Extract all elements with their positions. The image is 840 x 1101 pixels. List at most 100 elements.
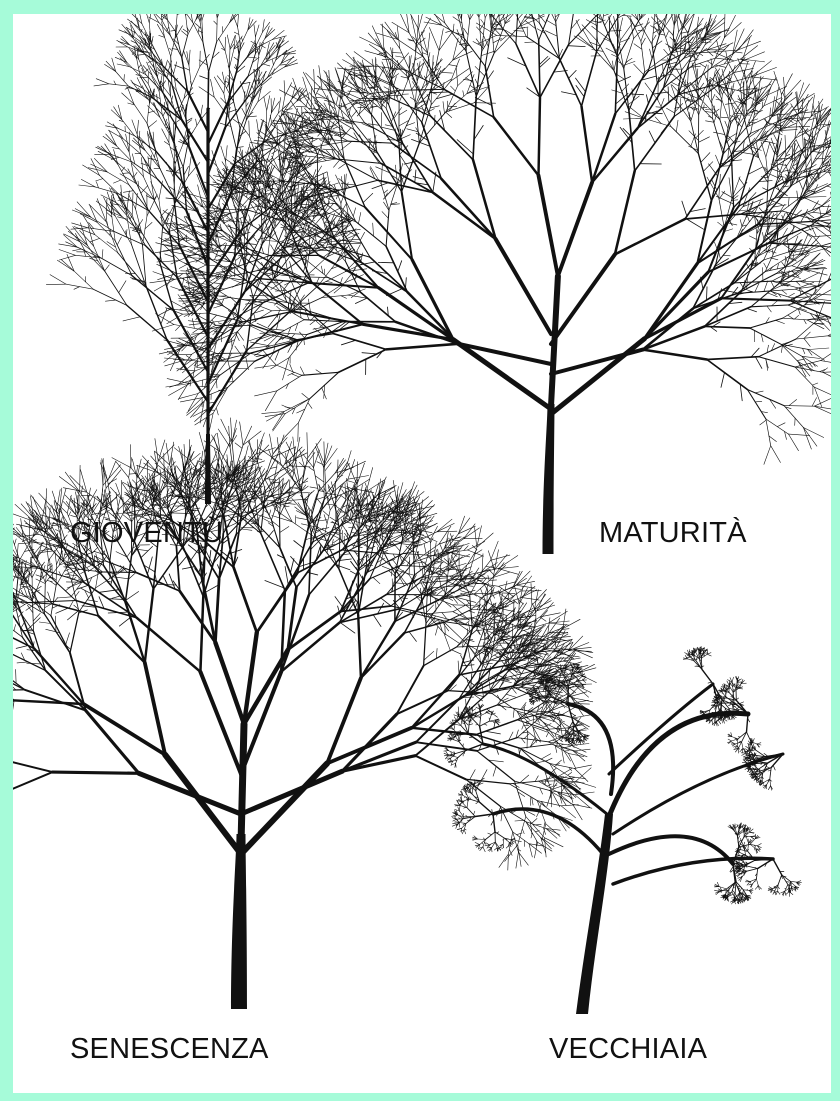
twig <box>626 15 636 27</box>
twig <box>299 308 302 319</box>
twig <box>813 398 831 407</box>
twig <box>235 245 244 255</box>
twig <box>802 190 814 197</box>
twig <box>314 108 318 119</box>
twig <box>699 48 708 53</box>
twig <box>766 344 769 354</box>
branch <box>297 218 308 247</box>
twig <box>728 63 741 87</box>
twig <box>395 569 409 587</box>
branch <box>820 147 829 172</box>
branch <box>280 319 305 333</box>
twig <box>806 316 825 321</box>
twig <box>136 135 146 151</box>
twig <box>686 28 703 37</box>
branch <box>287 274 302 306</box>
twig <box>252 178 256 186</box>
twig <box>209 375 220 377</box>
twig <box>281 292 288 304</box>
branch <box>270 140 278 163</box>
branch <box>108 83 129 87</box>
twig <box>763 97 783 107</box>
twig <box>190 247 210 251</box>
branch <box>252 264 268 299</box>
twig <box>803 263 824 269</box>
twig <box>368 100 373 108</box>
twig <box>226 225 240 231</box>
twig <box>410 14 418 43</box>
twig <box>331 149 336 159</box>
branch <box>614 56 619 115</box>
branch <box>304 224 333 238</box>
twig <box>816 318 831 321</box>
twig <box>348 599 357 612</box>
twig <box>194 336 197 343</box>
twig <box>341 67 354 89</box>
twig <box>687 41 691 47</box>
twig <box>756 214 763 235</box>
twig <box>371 25 383 49</box>
branch <box>710 160 733 202</box>
twig <box>718 78 725 83</box>
twig <box>218 389 226 392</box>
branch <box>754 218 791 250</box>
branch <box>261 207 279 245</box>
branch <box>736 217 747 239</box>
twig <box>199 14 203 23</box>
branch <box>642 296 723 341</box>
twig <box>295 154 299 173</box>
branch <box>250 83 256 104</box>
twig <box>234 31 240 35</box>
twig <box>332 131 342 136</box>
twig <box>95 178 104 182</box>
branch <box>737 105 752 127</box>
twig <box>416 14 420 43</box>
twig <box>732 28 745 55</box>
twig <box>443 632 451 652</box>
twig <box>706 43 727 51</box>
branch <box>367 85 383 111</box>
twig <box>327 198 330 206</box>
twig <box>627 95 640 105</box>
twig <box>343 239 351 245</box>
twig <box>474 66 486 77</box>
twig <box>304 309 310 321</box>
branch <box>313 467 319 492</box>
twig <box>264 25 270 39</box>
twig <box>805 259 824 270</box>
twig <box>195 244 214 253</box>
twig <box>109 187 117 203</box>
twig <box>638 14 642 18</box>
branch <box>269 145 296 159</box>
twig <box>293 241 307 261</box>
twig <box>668 45 678 52</box>
branch <box>212 352 252 363</box>
twig <box>657 76 659 101</box>
twig <box>291 172 296 177</box>
twig <box>317 180 327 189</box>
twig <box>765 317 770 324</box>
twig <box>360 252 364 263</box>
twig <box>803 138 811 143</box>
branch <box>147 83 155 100</box>
twig <box>255 352 274 358</box>
twig <box>248 334 269 342</box>
branch <box>90 216 115 232</box>
twig <box>110 109 123 120</box>
branch <box>257 131 268 161</box>
twig <box>266 42 270 57</box>
branch <box>332 118 366 124</box>
twig <box>328 191 334 200</box>
twig <box>518 14 533 27</box>
twig <box>185 272 190 278</box>
twig <box>808 349 825 361</box>
twig <box>128 47 137 59</box>
branch <box>175 175 189 199</box>
branch <box>199 21 204 43</box>
twig <box>311 203 329 213</box>
twig <box>723 14 726 39</box>
twig <box>756 99 766 104</box>
twig <box>314 233 317 242</box>
twig <box>634 14 638 20</box>
twig <box>177 294 191 312</box>
